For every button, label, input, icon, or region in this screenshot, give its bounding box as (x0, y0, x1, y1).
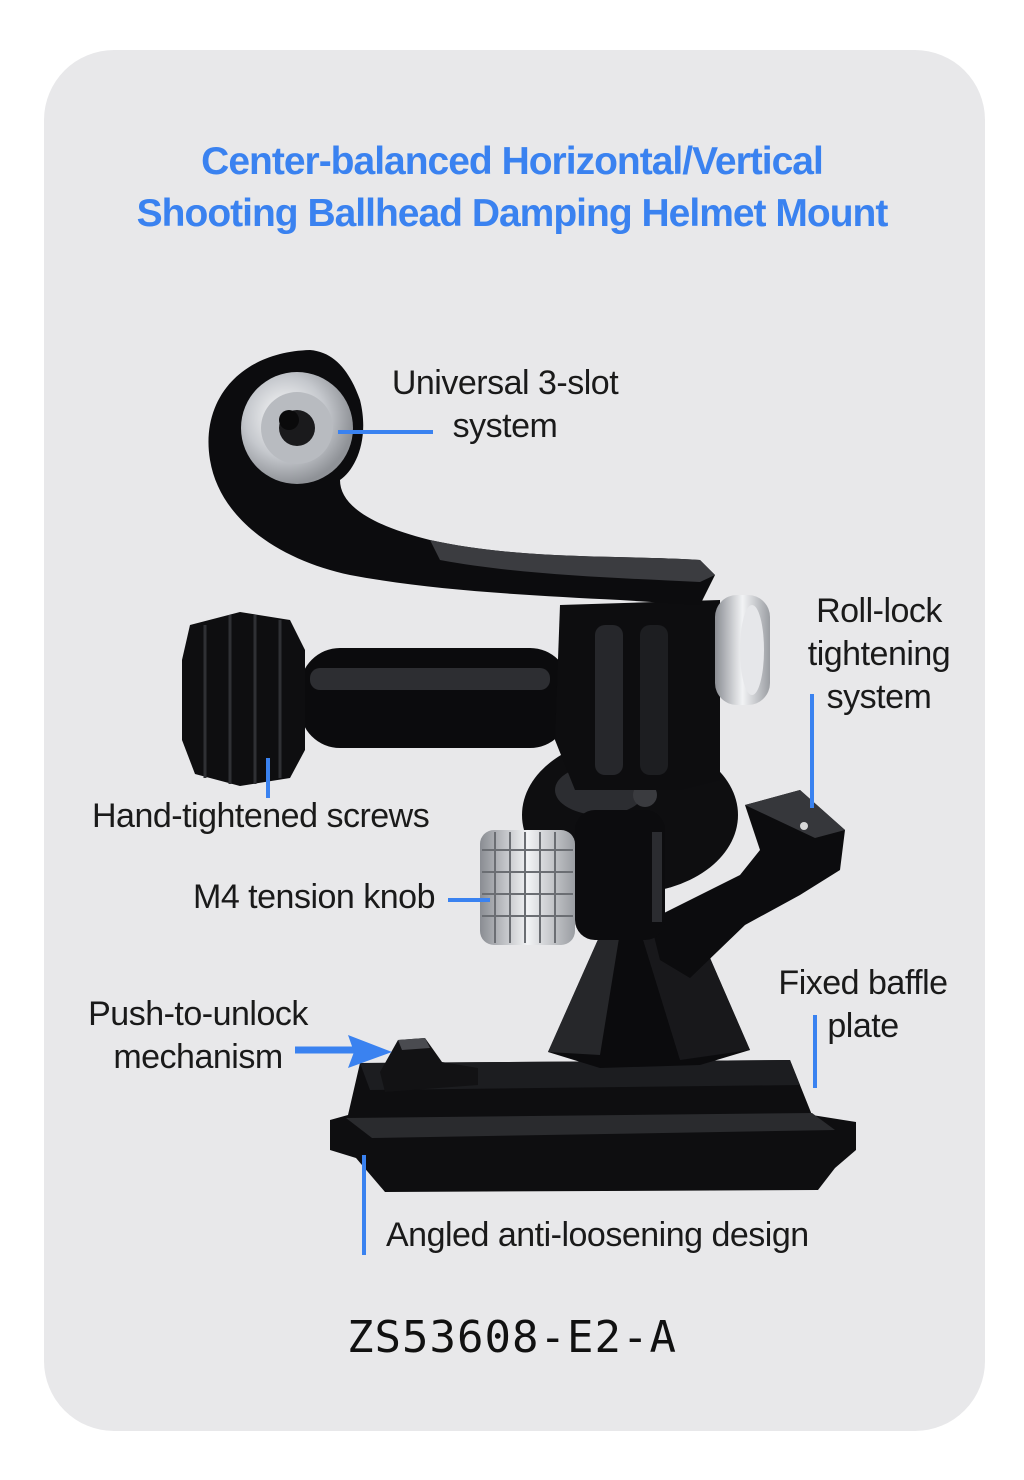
label-m4-knob: M4 tension knob (193, 878, 436, 916)
title-line-1: Center-balanced Horizontal/Vertical (201, 140, 824, 183)
roll-lock-lever (650, 790, 845, 978)
label-universal-slot: Universal 3-slot system (385, 362, 625, 448)
label-universal-slot-line1: Universal 3-slot (391, 364, 619, 402)
label-universal-slot-line2: system (452, 407, 558, 445)
callout-lines (266, 430, 817, 1255)
label-roll-lock-line3: system (826, 678, 932, 716)
roll-lock-bolt (715, 595, 770, 705)
label-angled-design: Angled anti-loosening design (386, 1216, 809, 1254)
model-number: ZS53608-E2-A (347, 1312, 677, 1363)
hand-screw (182, 612, 570, 786)
label-push-unlock-line2: mechanism (113, 1038, 283, 1076)
m4-knob (480, 810, 665, 945)
label-fixed-baffle-line2: plate (827, 1007, 899, 1045)
slot-nut (241, 372, 353, 484)
label-hand-screws: Hand-tightened screws (92, 797, 430, 835)
label-roll-lock-line2: tightening (807, 635, 951, 673)
title-line-2: Shooting Ballhead Damping Helmet Mount (136, 192, 889, 235)
label-roll-lock: Roll-lock tightening system (795, 590, 963, 719)
label-fixed-baffle-line1: Fixed baffle (778, 964, 948, 1002)
label-fixed-baffle: Fixed baffle plate (768, 962, 958, 1048)
push-arrow (295, 1035, 392, 1068)
fork-prongs (555, 600, 720, 790)
label-push-unlock: Push-to-unlock mechanism (78, 993, 318, 1079)
label-roll-lock-line1: Roll-lock (816, 592, 942, 630)
push-unlock-tab (380, 1038, 478, 1092)
pedestal (548, 930, 750, 1068)
label-push-unlock-line1: Push-to-unlock (88, 995, 308, 1033)
